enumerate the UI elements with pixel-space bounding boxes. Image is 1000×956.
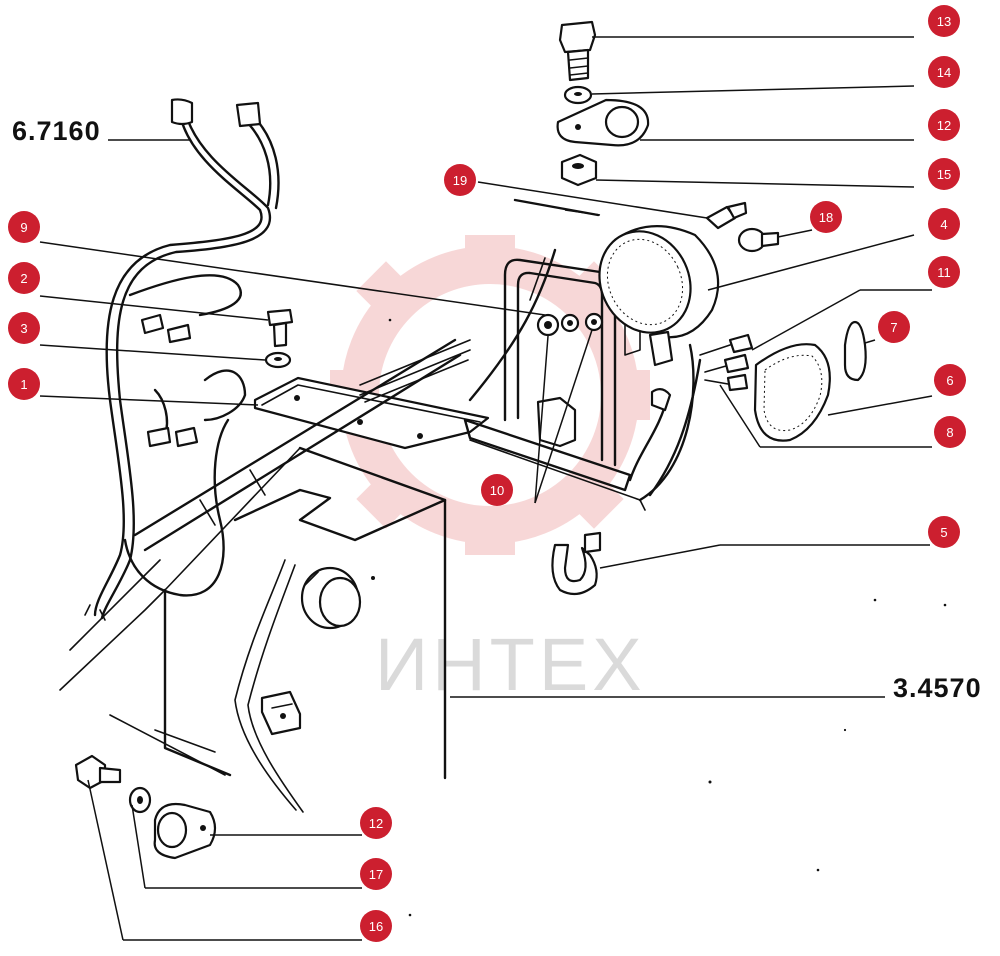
bottom-bolt-icon: [74, 754, 122, 790]
callout-bubble: [878, 311, 910, 343]
bolt-icon: [558, 20, 597, 82]
indicator-lamp-icon: [753, 343, 831, 442]
callout-label: 2: [20, 271, 27, 286]
callout-10: 10: [481, 474, 513, 506]
callout-bubble: [928, 158, 960, 190]
callout-label: 12: [369, 816, 383, 831]
callout-13: 13: [928, 5, 960, 37]
callout-label: 15: [937, 167, 951, 182]
callout-label: 16: [369, 919, 383, 934]
callout-3: 3: [8, 312, 40, 344]
lamp-wiring: [628, 333, 754, 502]
handle-tube: [133, 338, 471, 552]
callout-bubble: [810, 201, 842, 233]
clip-top-icon: [556, 98, 650, 147]
callout-11: 11: [928, 256, 960, 288]
callout-bubble: [934, 364, 966, 396]
lock-washer-icon: [264, 351, 292, 369]
callout-15: 15: [928, 158, 960, 190]
callout-label: 7: [890, 320, 897, 335]
callout-bubble: [928, 256, 960, 288]
square-switch-icon: [260, 690, 302, 736]
callout-18: 18: [810, 201, 842, 233]
round-knob-icon: [300, 566, 362, 630]
callout-bubble: [8, 368, 40, 400]
callout-9: 9: [8, 211, 40, 243]
callout-bubble: [481, 474, 513, 506]
callout-label: 9: [20, 220, 27, 235]
nut-pair-icon: [536, 312, 604, 337]
callout-bubble: [360, 807, 392, 839]
bulb-connector-icon: [705, 201, 748, 230]
callout-label: 18: [819, 210, 833, 225]
callout-label: 4: [940, 217, 947, 232]
callout-label: 1: [20, 377, 27, 392]
specks: [388, 318, 947, 917]
callout-label: 12: [937, 118, 951, 133]
callout-bubble: [8, 312, 40, 344]
nut-icon: [560, 153, 598, 187]
cab-body: [59, 446, 447, 813]
callout-19: 19: [444, 164, 476, 196]
small-bulb-icon: [737, 227, 780, 253]
callout-label: 8: [946, 425, 953, 440]
callout-label: 17: [369, 867, 383, 882]
callout-bubble: [934, 416, 966, 448]
part-code-right: 3.4570: [893, 673, 982, 703]
callout-14: 14: [928, 56, 960, 88]
part-code-left: 6.7160: [12, 116, 101, 146]
callout-bubble: [360, 910, 392, 942]
mounting-plate: [253, 376, 490, 450]
callout-7: 7: [878, 311, 910, 343]
callout-label: 6: [946, 373, 953, 388]
callout-bubble: [444, 164, 476, 196]
callout-bubble: [928, 208, 960, 240]
callout-bubble: [928, 109, 960, 141]
callout-8: 8: [934, 416, 966, 448]
watermark-text: ИНТЕХ: [375, 623, 646, 706]
callout-label: 3: [20, 321, 27, 336]
callout-label: 11: [937, 265, 951, 280]
callout-5: 5: [928, 516, 960, 548]
callout-12: 12: [928, 109, 960, 141]
callout-bubble: [928, 5, 960, 37]
callout-2: 2: [8, 262, 40, 294]
callout-17: 17: [360, 858, 392, 890]
callout-bubble: [360, 858, 392, 890]
callout-label: 10: [490, 483, 504, 498]
callout-16: 16: [360, 910, 392, 942]
clamp-icon: [551, 531, 602, 596]
callout-6: 6: [934, 364, 966, 396]
wiring-harness: [84, 98, 280, 621]
screw-icon: [266, 308, 294, 348]
bulb-icon: [843, 320, 867, 382]
bottom-clip-icon: [153, 802, 217, 860]
callout-4: 4: [928, 208, 960, 240]
callout-label: 13: [937, 14, 951, 29]
callout-bubble: [8, 262, 40, 294]
headlamp-icon: [598, 225, 720, 367]
callout-label: 19: [453, 173, 467, 188]
leader-lines: [39, 36, 933, 941]
callout-bubble: [8, 211, 40, 243]
bottom-washer-icon: [128, 786, 152, 814]
callout-12: 12: [360, 807, 392, 839]
callout-label: 5: [940, 525, 947, 540]
callout-1: 1: [8, 368, 40, 400]
washer-icon: [563, 85, 593, 105]
callout-label: 14: [937, 65, 951, 80]
callout-bubble: [928, 56, 960, 88]
callout-bubble: [928, 516, 960, 548]
